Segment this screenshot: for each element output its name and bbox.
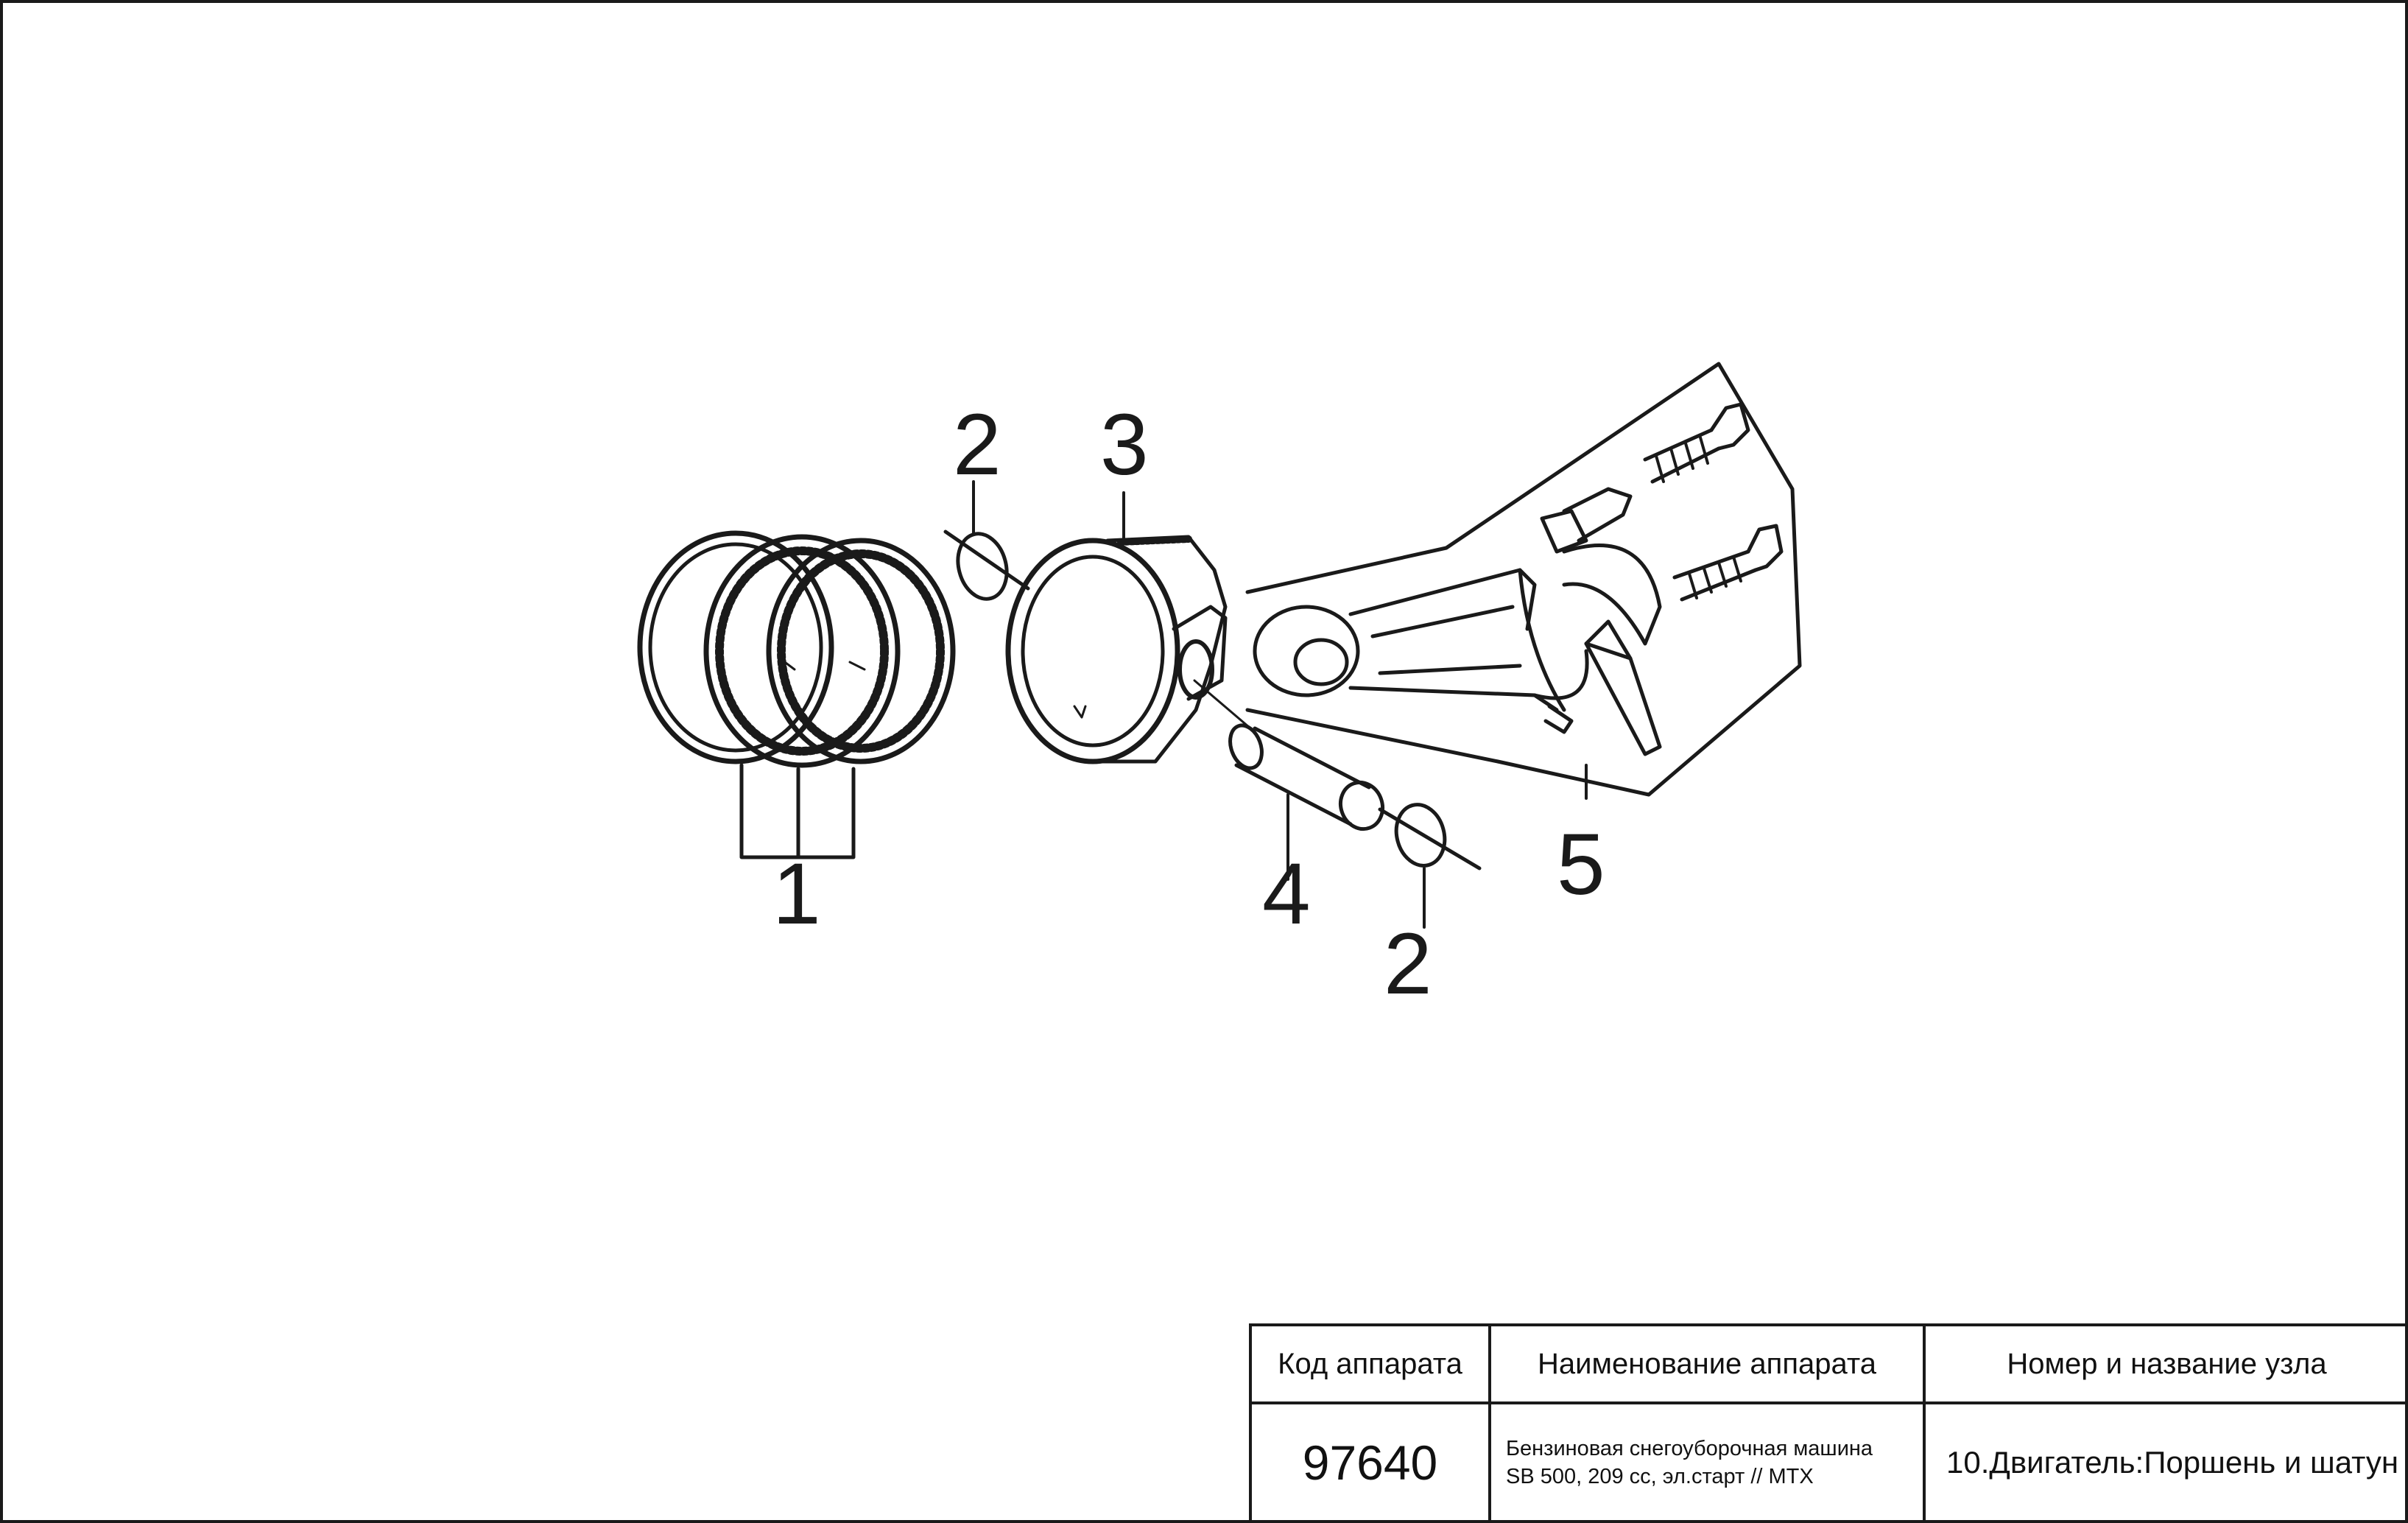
circlip-lower (1378, 803, 1482, 929)
title-block: Код аппарата Наименование аппарата Номер… (1249, 1323, 2408, 1523)
callout-3: 3 (1100, 396, 1149, 493)
piston-rings (637, 530, 956, 859)
title-block-value-row: 97640 Бензиновая снегоуборочная машина S… (1249, 1401, 2408, 1523)
apparatus-name: Бензиновая снегоуборочная машина SB 500,… (1488, 1401, 1926, 1523)
title-block-table: Код аппарата Наименование аппарата Номер… (1249, 1323, 2408, 1523)
circlip-upper (943, 480, 1030, 601)
unit-name: 10.Двигатель:Поршень и шатун (1923, 1401, 2408, 1523)
title-block-header-row: Код аппарата Наименование аппарата Номер… (1249, 1323, 2408, 1404)
callout-4: 4 (1262, 845, 1311, 943)
piston (1005, 491, 1228, 764)
callout-1: 1 (772, 845, 821, 943)
piston-pin (1193, 679, 1384, 881)
apparatus-name-line2: SB 500, 209 cc, эл.старт // MTX (1506, 1464, 1814, 1488)
callout-2-lower: 2 (1384, 915, 1432, 1013)
apparatus-name-line1: Бензиновая снегоуборочная машина (1506, 1436, 1873, 1460)
exploded-diagram: 1 2 3 4 5 2 (637, 362, 1802, 1013)
connecting-rod (1245, 362, 1802, 800)
header-name: Наименование аппарата (1488, 1323, 1926, 1404)
callout-5: 5 (1557, 816, 1605, 913)
callout-2-upper: 2 (953, 396, 1001, 493)
apparatus-code: 97640 (1249, 1401, 1491, 1523)
header-code: Код аппарата (1249, 1323, 1491, 1404)
header-unit: Номер и название узла (1923, 1323, 2408, 1404)
